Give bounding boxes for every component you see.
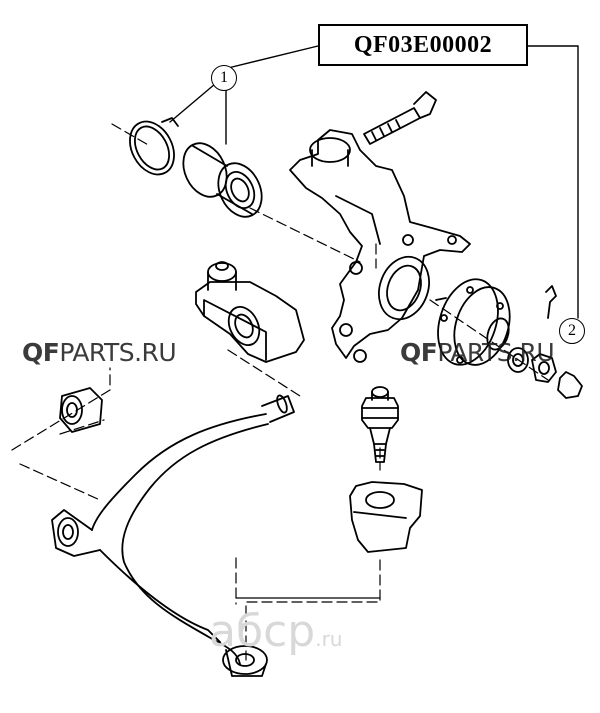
pinch-bolt	[363, 91, 437, 145]
part-number-label: QF03E00002	[318, 24, 528, 66]
lower-control-arm	[51, 394, 295, 677]
watermark-bottom: aбcp.ru	[209, 606, 342, 657]
steering-knuckle	[289, 129, 471, 363]
dashed-axes	[11, 123, 549, 661]
watermark-bottom-main: aбcp	[209, 606, 316, 657]
callout-1: 1	[211, 65, 237, 91]
watermark-left: QFPARTS.RU	[22, 338, 177, 367]
snap-ring	[129, 117, 179, 176]
cotter-pin	[545, 285, 557, 319]
watermark-right-domain: PARTS.RU	[437, 338, 555, 367]
ball-joint	[361, 386, 399, 463]
watermark-right: QFPARTS.RU	[400, 338, 555, 367]
watermark-bottom-suffix: .ru	[315, 627, 343, 651]
rear-bushing-bracket	[195, 261, 305, 363]
wheel-bearing	[182, 142, 263, 218]
front-bushing	[59, 387, 103, 433]
watermark-left-brand: QF	[22, 338, 60, 367]
watermark-right-brand: QF	[400, 338, 438, 367]
callout-2: 2	[559, 318, 585, 344]
wheel-hub	[435, 278, 511, 366]
ball-joint-bracket	[349, 481, 423, 553]
hub-nut	[507, 347, 583, 399]
watermark-left-domain: PARTS.RU	[59, 338, 177, 367]
leader-lines	[169, 45, 579, 319]
